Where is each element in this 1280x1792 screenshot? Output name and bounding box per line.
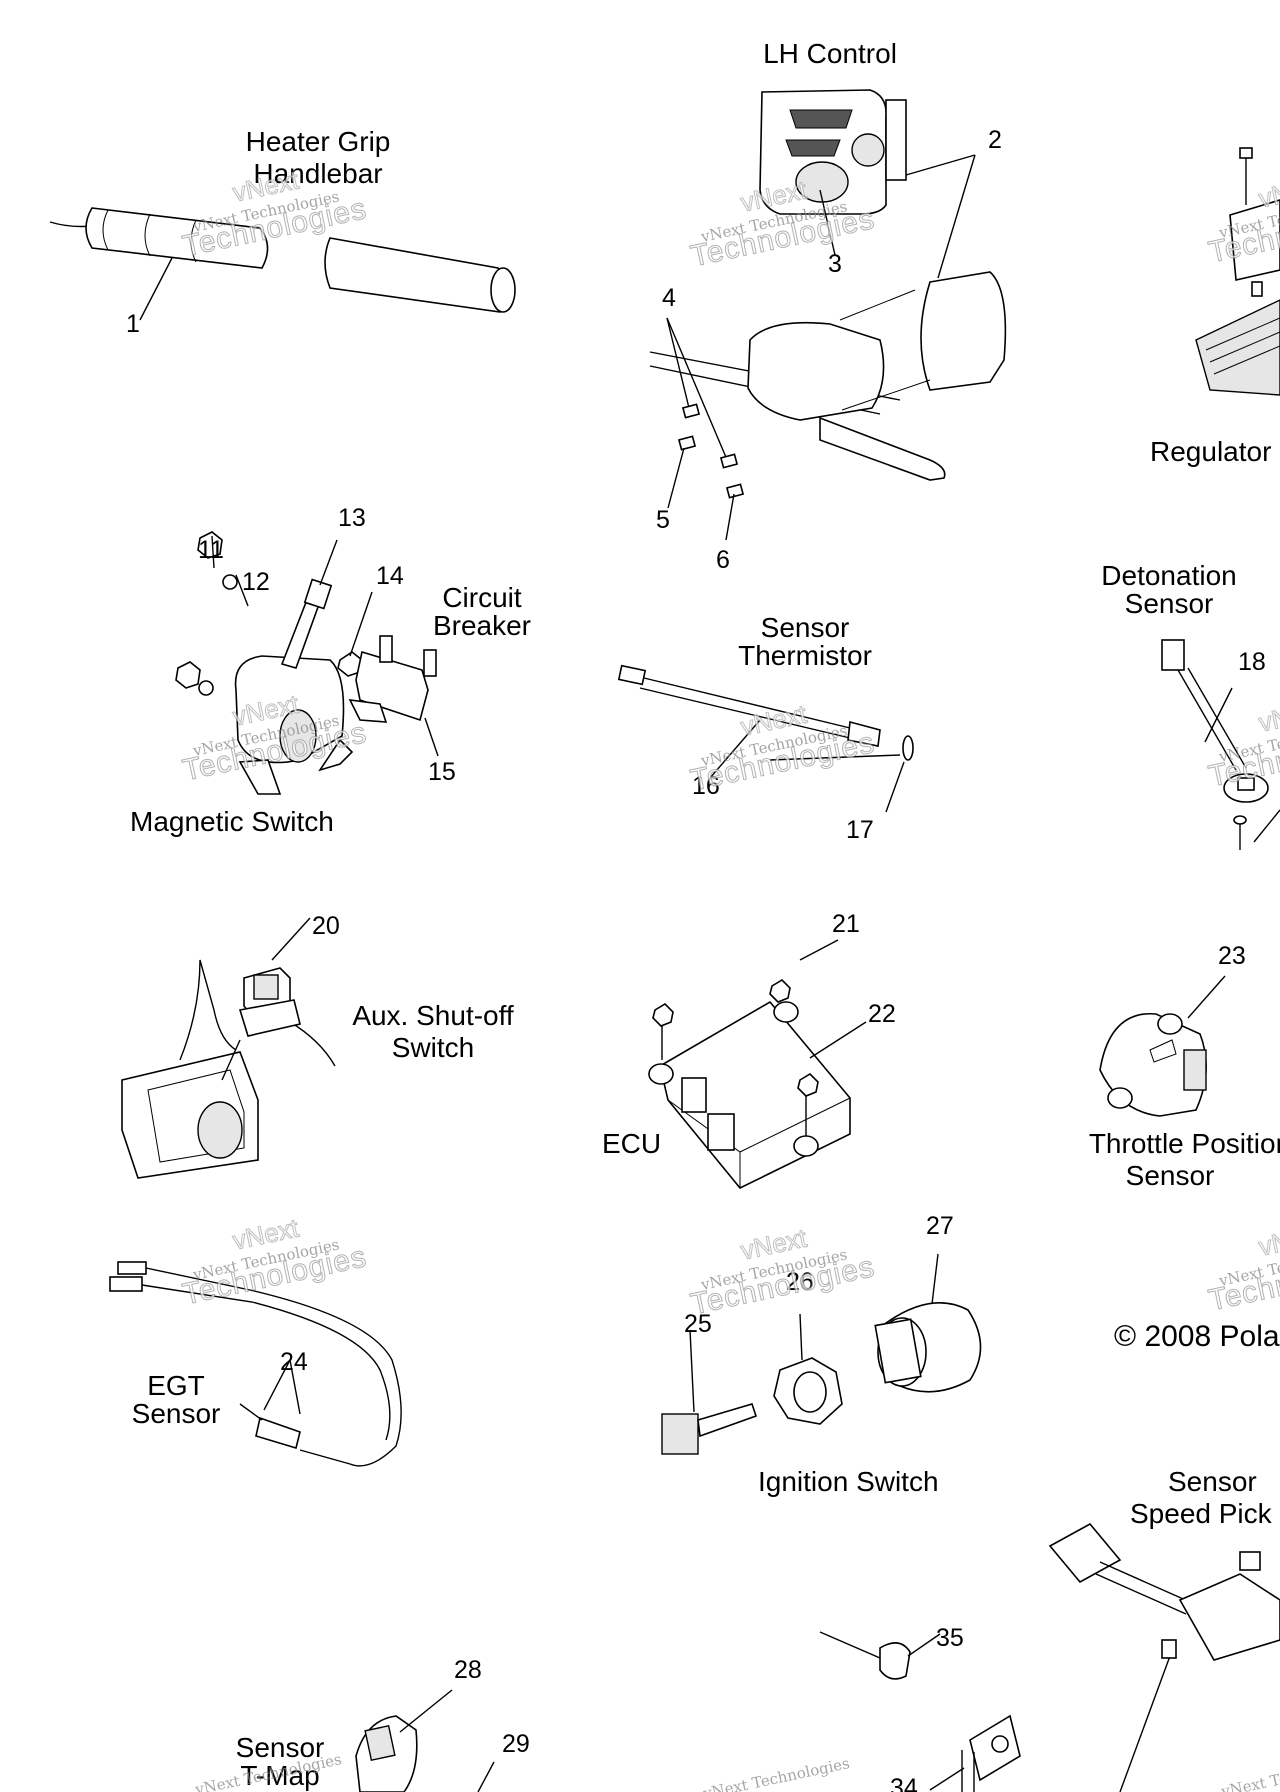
title-line: Heater Grip xyxy=(245,126,391,157)
title-line: Sensor xyxy=(1125,1160,1215,1191)
speed-pickup-drawing xyxy=(1048,1522,1280,1792)
title-circuit-breaker: Circuit Breaker xyxy=(420,584,544,640)
title-line: Sensor xyxy=(760,612,850,643)
lh-control-drawing xyxy=(649,89,1007,541)
regulator-drawing xyxy=(1195,147,1280,396)
title-throttle-position-sensor: Throttle Position Sensor xyxy=(1072,1128,1280,1192)
callout-6: 6 xyxy=(716,546,730,574)
callout-1: 1 xyxy=(126,310,140,338)
callout-11: 11 xyxy=(198,536,224,564)
callout-25: 25 xyxy=(684,1310,712,1338)
title-heater-grip-handlebar: Heater Grip Handlebar xyxy=(218,126,418,190)
sensor-thermistor-drawing xyxy=(617,664,914,813)
callout-24: 24 xyxy=(280,1348,308,1376)
title-line: Sensor xyxy=(1124,588,1214,619)
title-line: Switch xyxy=(391,1032,475,1063)
heater-grip-drawing xyxy=(49,207,516,321)
callout-16: 16 xyxy=(692,772,720,800)
callout-27: 27 xyxy=(926,1212,954,1240)
ecu-drawing xyxy=(648,939,867,1189)
callout-4: 4 xyxy=(662,284,676,312)
title-line: Ignition Switch xyxy=(758,1466,939,1497)
title-line: Handlebar xyxy=(253,158,383,189)
egt-sensor-drawing xyxy=(109,1261,402,1467)
title-line: ECU xyxy=(602,1128,662,1159)
callout-28: 28 xyxy=(454,1656,482,1684)
title-regulator: Regulator xyxy=(1150,436,1271,468)
callout-34: 34 xyxy=(890,1774,918,1792)
callout-21: 21 xyxy=(832,910,860,938)
callout-12: 12 xyxy=(242,568,270,596)
title-line: Magnetic Switch xyxy=(130,806,334,837)
title-line: EGT xyxy=(147,1370,205,1401)
callout-18: 18 xyxy=(1238,648,1266,676)
title-line: Sensor xyxy=(235,1732,325,1763)
title-sensor-speed-pickup: Sensor Speed Pick xyxy=(1130,1466,1280,1530)
title-aux-shutoff-switch: Aux. Shut-off Switch xyxy=(336,1000,530,1064)
callout-20: 20 xyxy=(312,912,340,940)
callout-13: 13 xyxy=(338,504,366,532)
aux-shutoff-drawing xyxy=(121,917,336,1179)
callout-5: 5 xyxy=(656,506,670,534)
title-line: Breaker xyxy=(432,610,532,641)
title-magnetic-switch: Magnetic Switch xyxy=(130,806,334,838)
callout-3: 3 xyxy=(828,250,842,278)
title-line: T-Map xyxy=(240,1760,320,1791)
callout-2: 2 xyxy=(988,126,1002,154)
title-line: Sensor xyxy=(131,1398,221,1429)
title-lh-control: LH Control xyxy=(730,38,930,70)
callout-22: 22 xyxy=(868,1000,896,1028)
title-line: Regulator xyxy=(1150,436,1272,467)
callout-29: 29 xyxy=(502,1730,530,1758)
throttle-position-drawing xyxy=(1099,975,1226,1117)
title-line: Speed Pick xyxy=(1130,1498,1272,1529)
title-sensor-tmap: Sensor T-Map xyxy=(218,1734,342,1790)
title-line: LH Control xyxy=(763,38,897,69)
title-ignition-switch: Ignition Switch xyxy=(758,1466,939,1498)
title-line: Aux. Shut-off xyxy=(352,1000,514,1031)
title-detonation-sensor: Detonation Sensor xyxy=(1086,562,1252,618)
callout-14: 14 xyxy=(376,562,404,590)
callout-23: 23 xyxy=(1218,942,1246,970)
detonation-sensor-drawing xyxy=(1161,639,1280,850)
callout-26: 26 xyxy=(786,1268,814,1296)
tmap-sensor-drawing xyxy=(355,1631,1021,1792)
ignition-switch-drawing xyxy=(661,1253,982,1455)
title-line: Thermistor xyxy=(738,640,872,671)
copyright-notice: © 2008 Pola xyxy=(1114,1320,1280,1353)
title-sensor-thermistor: Sensor Thermistor xyxy=(720,614,890,670)
title-line: Sensor xyxy=(1168,1466,1257,1497)
callout-17: 17 xyxy=(846,816,874,844)
magnetic-switch-drawing xyxy=(175,531,439,795)
callout-15: 15 xyxy=(428,758,456,786)
title-line: Detonation xyxy=(1101,560,1237,591)
title-line: Throttle Position xyxy=(1088,1128,1280,1159)
callout-35: 35 xyxy=(936,1624,964,1652)
title-ecu: ECU xyxy=(602,1128,661,1160)
title-line: Circuit xyxy=(442,582,522,613)
title-egt-sensor: EGT Sensor xyxy=(124,1372,228,1428)
